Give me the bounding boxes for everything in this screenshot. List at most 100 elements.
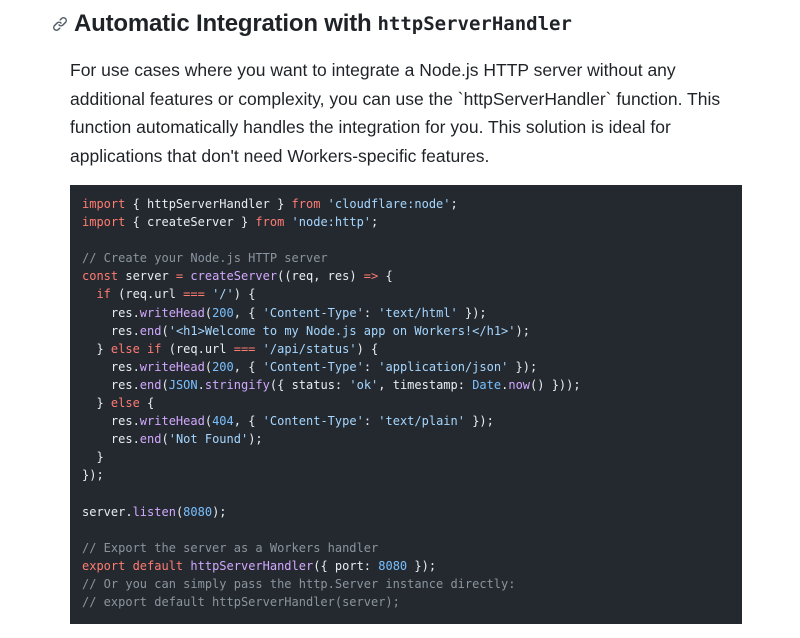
code-token: JSON [168, 377, 198, 392]
code-token: ); [212, 504, 227, 519]
code-token: , { [233, 414, 263, 429]
code-token [320, 197, 327, 211]
code-line: }); [82, 466, 742, 484]
code-token: ) { [233, 287, 256, 302]
code-token: server [118, 269, 176, 284]
code-line [82, 521, 742, 539]
code-token: === [183, 287, 205, 302]
code-token: res. [82, 359, 140, 374]
code-line: // Or you can simply pass the http.Serve… [82, 575, 742, 593]
code-line: res.end(JSON.stringify({ status: 'ok', t… [82, 376, 742, 394]
code-token: { httpServerHandler } [125, 197, 292, 211]
code-token: res. [82, 377, 140, 392]
code-token: import [82, 197, 126, 211]
paragraph-line: applications that don't need Workers-spe… [70, 145, 490, 166]
code-token: server. [82, 504, 133, 519]
code-line: import { createServer } from 'node:http'… [82, 213, 742, 231]
paragraph-line: additional features or complexity, you c… [70, 88, 721, 109]
code-token: listen [132, 504, 176, 519]
link-icon[interactable] [52, 16, 68, 32]
code-token: else if [110, 341, 162, 356]
code-token: 'text/html' [378, 305, 458, 320]
code-token: }); [464, 414, 494, 429]
code-token: } [82, 341, 111, 356]
code-token: // Create your Node.js HTTP server [82, 251, 328, 266]
code-token: export default [82, 558, 184, 573]
code-token: const [82, 269, 119, 284]
code-token: 8080 [183, 504, 213, 519]
code-token: 'Content-Type' [262, 359, 364, 374]
code-token: end [139, 377, 162, 392]
code-token: . [197, 377, 205, 392]
code-line: export default httpServerHandler({ port:… [82, 557, 742, 575]
code-token: from [291, 197, 321, 211]
code-token: { [139, 396, 155, 411]
code-token: ( [204, 414, 213, 429]
code-token: }); [82, 468, 104, 483]
code-token: 200 [212, 359, 234, 374]
code-token: }); [407, 558, 437, 573]
code-line: res.end('<h1>Welcome to my Node.js app o… [82, 322, 742, 340]
code-token: = [175, 269, 184, 284]
code-token: res. [82, 414, 140, 429]
code-token: '/' [212, 287, 234, 302]
code-token: 404 [212, 414, 234, 429]
code-token: 'Content-Type' [262, 305, 364, 320]
code-token: from [255, 215, 285, 230]
code-line: // Export the server as a Workers handle… [82, 539, 742, 557]
code-token: '<h1>Welcome to my Node.js app on Worker… [168, 323, 516, 338]
code-line: res.writeHead(200, { 'Content-Type': 'ap… [82, 358, 742, 376]
code-token: Date [472, 377, 502, 392]
code-token: , { [233, 359, 263, 374]
code-token: // Export the server as a Workers handle… [82, 540, 379, 555]
code-token: ( [161, 377, 169, 392]
code-line: res.writeHead(404, { 'Content-Type': 'te… [82, 412, 742, 430]
code-line: import { httpServerHandler } from 'cloud… [82, 195, 742, 213]
code-token: 'application/json' [378, 359, 509, 374]
code-token: }); [457, 305, 487, 320]
code-token: now [508, 377, 531, 392]
code-token: stringify [204, 377, 270, 392]
code-token: httpServerHandler [190, 558, 314, 573]
code-token: writeHead [139, 305, 205, 320]
description-paragraph: For use cases where you want to integrat… [70, 56, 770, 170]
code-line [82, 485, 742, 503]
code-token: (req.url [161, 341, 234, 356]
code-token: 'cloudflare:node' [327, 197, 451, 211]
code-token: writeHead [139, 359, 205, 374]
code-token: ( [204, 305, 213, 320]
code-token: 'node:http' [291, 215, 372, 230]
code-line: } else if (req.url === '/api/status') { [82, 340, 742, 358]
code-token: res. [82, 432, 140, 447]
code-token: { [378, 269, 393, 284]
code-token: 8080 [378, 558, 408, 573]
code-token: 'Not Found' [168, 432, 249, 447]
code-token: , timestamp: [378, 377, 473, 392]
code-token: 'text/plain' [378, 414, 465, 429]
code-token: 200 [212, 305, 234, 320]
heading-code: httpServerHandler [377, 13, 572, 35]
code-token: }); [508, 359, 538, 374]
code-token: if [96, 287, 111, 302]
code-line: // export default httpServerHandler(serv… [82, 593, 742, 611]
code-token: ({ port: [313, 558, 379, 573]
code-token [205, 287, 212, 301]
code-token: } [82, 396, 111, 411]
code-token: ( [175, 504, 184, 519]
code-token: ; [371, 215, 379, 230]
code-token: ); [515, 323, 530, 338]
code-token [82, 287, 96, 301]
code-token: ( [161, 323, 169, 338]
code-token: end [139, 323, 162, 338]
code-token: // export default httpServerHandler(serv… [82, 595, 400, 610]
code-token: '/api/status' [262, 341, 357, 356]
code-token: ; [450, 197, 458, 211]
paragraph-line: For use cases where you want to integrat… [70, 60, 676, 80]
code-token: ( [161, 432, 169, 447]
code-line: res.writeHead(200, { 'Content-Type': 'te… [82, 304, 742, 322]
code-token: ({ status: [269, 377, 350, 392]
code-line: // Create your Node.js HTTP server [82, 249, 742, 267]
code-token: ) { [356, 341, 379, 356]
code-block[interactable]: import { httpServerHandler } from 'cloud… [70, 185, 742, 624]
code-token: createServer [190, 269, 278, 284]
